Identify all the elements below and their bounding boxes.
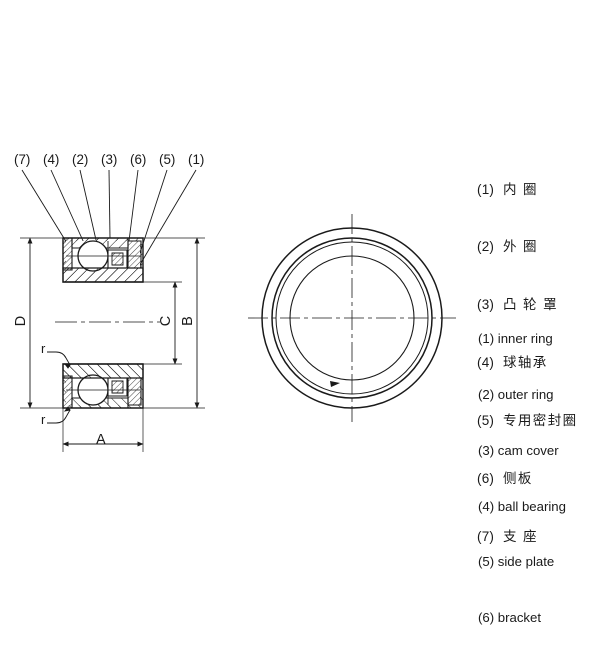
cross-section-upper [62, 237, 144, 283]
dimension-C [143, 281, 182, 365]
legend-cn-item: (1) 内 圈 [477, 180, 578, 199]
legend-cn-item: (4) 球轴承 [477, 353, 578, 372]
technical-drawing-svg [20, 169, 456, 452]
legend-cn-text: 支 座 [503, 528, 538, 544]
callout-label: (3) [101, 152, 118, 167]
callout-label: (6) [130, 152, 147, 167]
callout-label: (2) [72, 152, 89, 167]
legend-en-item: (2) outer ring [478, 386, 554, 402]
dimension-B [143, 237, 205, 409]
dimension-label-C: C [158, 315, 174, 327]
radius-label-lower: r [41, 412, 46, 427]
legend-en-item: (1) inner ring [478, 331, 553, 347]
callout-label: (5) [159, 152, 176, 167]
legend-cn-num: (2) [477, 239, 495, 255]
legend-cn-item: (3) 凸 轮 罩 [477, 295, 578, 314]
legend-cn-num: (6) [477, 471, 495, 487]
dimension-A [62, 408, 144, 452]
dimension-label-A: A [96, 432, 106, 448]
dimension-label-B: B [180, 316, 196, 326]
rotation-arrow-icon [330, 381, 340, 387]
legend-cn-item: (6) 侧板 [477, 469, 578, 488]
legend-cn-text: 凸 轮 罩 [503, 297, 559, 313]
legend-cn-text: 专用密封圈 [503, 413, 578, 429]
legend-cn-item: (2) 外 圈 [477, 237, 578, 256]
dimension-D [20, 237, 63, 409]
legend-cn-num: (7) [477, 528, 495, 544]
legend-cn-text: 侧板 [503, 471, 533, 487]
callout-label: (4) [43, 152, 60, 167]
legend-cn-num: (3) [477, 297, 495, 313]
callout-label: (7) [14, 152, 31, 167]
legend-en-item: (5) side plate [478, 554, 555, 570]
front-view-centerlines [248, 214, 456, 422]
legend-en-item: (4) ball bearing [478, 498, 566, 514]
callout-leader-lines [21, 169, 197, 269]
legend-cn-num: (1) [477, 181, 495, 197]
legend-cn-text: 外 圈 [503, 239, 538, 255]
callout-label: (1) [188, 152, 205, 167]
legend-cn-item: (5) 专用密封圈 [477, 411, 578, 430]
radius-label-upper: r [41, 341, 46, 356]
legend-cn-num: (5) [477, 413, 495, 429]
drawing-canvas: (7) (4) (2) (3) (6) (5) (1) D B C A r r … [13, 141, 578, 625]
legend-cn-num: (4) [477, 355, 495, 371]
legend-chinese: (1) 内 圈 (2) 外 圈 (3) 凸 轮 罩 (4) 球轴承 (5) 专用密封圈 (… [477, 141, 578, 585]
legend-cn-text: 内 圈 [503, 181, 538, 197]
dimension-label-D: D [13, 315, 29, 327]
legend-cn-text: 球轴承 [503, 355, 548, 371]
cross-section-lower [62, 363, 144, 409]
legend-english: (1) inner ring (2) outer ring (3) cam co… [478, 293, 566, 665]
legend-en-item: (3) cam cover [478, 442, 559, 458]
legend-en-item: (6) bracket [478, 610, 542, 626]
legend-cn-item: (7) 支 座 [477, 527, 578, 546]
radius-leaders [47, 351, 71, 424]
